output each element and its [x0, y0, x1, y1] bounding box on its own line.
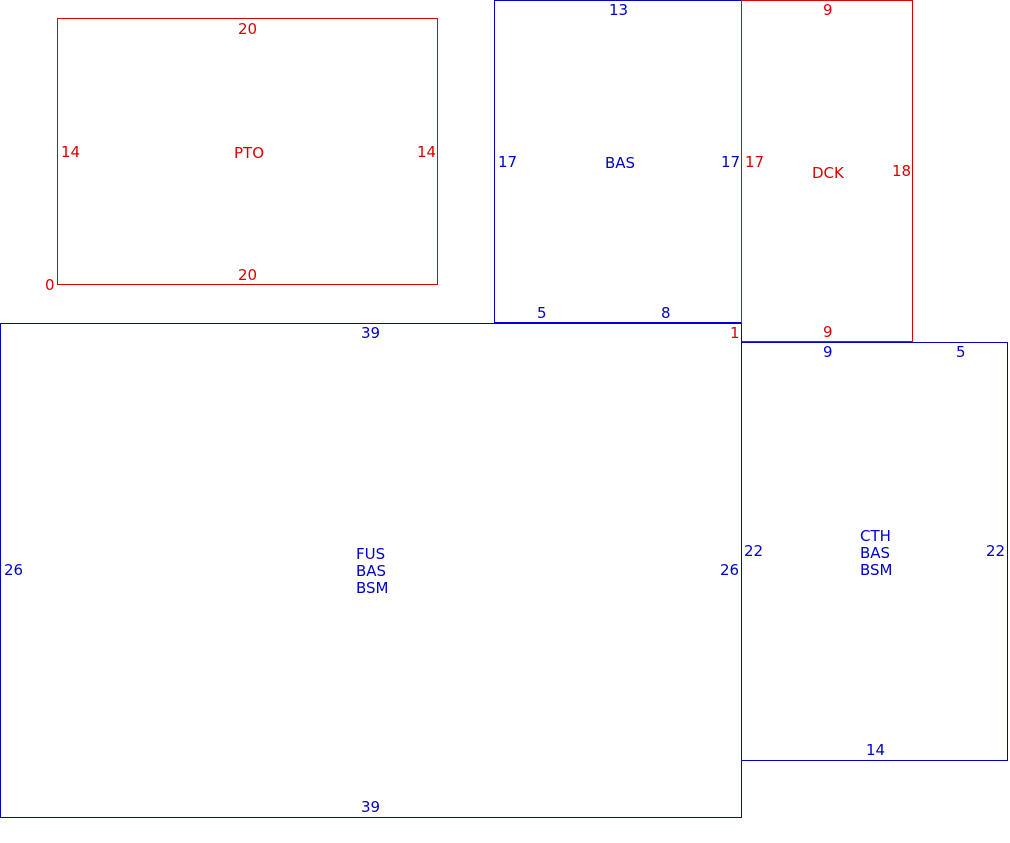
cth-code-line-1: CTH [860, 527, 891, 545]
bas-dim-top: 13 [609, 1, 629, 19]
dck-dim-top: 9 [823, 1, 833, 19]
fus-code-line-1: FUS [356, 545, 386, 563]
dck-dim-right: 18 [892, 162, 912, 180]
fus-dim-bottom: 39 [361, 798, 381, 816]
cth-dim-left: 22 [744, 542, 764, 560]
cth-code-line-3: BSM [860, 561, 893, 579]
bas-dim-bottom-a: 5 [537, 304, 547, 322]
pto-dim-bottom: 20 [238, 266, 258, 284]
cth-code-line-2: BAS [860, 544, 891, 562]
bas-code: BAS [605, 155, 635, 172]
pto-dim-top: 20 [238, 20, 258, 38]
cth-dim-right: 22 [986, 542, 1006, 560]
dck-code: DCK [812, 165, 844, 182]
fus-dim-left: 26 [4, 561, 24, 579]
fus-corner-label: 1 [730, 324, 740, 342]
cth-dim-bottom: 14 [866, 741, 886, 759]
pto-code: PTO [234, 145, 264, 162]
dck-dim-bottom: 9 [823, 323, 833, 341]
pto-corner-label: 0 [45, 276, 55, 294]
fus-dim-top: 39 [361, 324, 381, 342]
dck-code-line-1: DCK [812, 164, 844, 182]
dck-dim-left: 17 [745, 153, 765, 171]
pto-code-line-1: PTO [234, 144, 265, 162]
fus-code-line-3: BSM [356, 579, 389, 597]
pto-dim-left: 14 [61, 143, 81, 161]
cth-outline [741, 342, 1008, 761]
bas-dim-bottom-b: 8 [661, 304, 671, 322]
dck-outline [741, 0, 913, 342]
bas-code-line-1: BAS [605, 154, 636, 172]
cth-dim-top-b: 5 [956, 343, 966, 361]
cth-codes: CTH BAS BSM [860, 528, 893, 579]
bas-dim-left: 17 [498, 153, 518, 171]
pto-dim-right: 14 [417, 143, 437, 161]
fus-codes: FUS BAS BSM [356, 546, 389, 597]
bas-dim-right: 17 [721, 153, 741, 171]
fus-code-line-2: BAS [356, 562, 387, 580]
cth-dim-top-a: 9 [823, 343, 833, 361]
fus-dim-right: 26 [720, 561, 740, 579]
pto-outline [57, 18, 438, 285]
